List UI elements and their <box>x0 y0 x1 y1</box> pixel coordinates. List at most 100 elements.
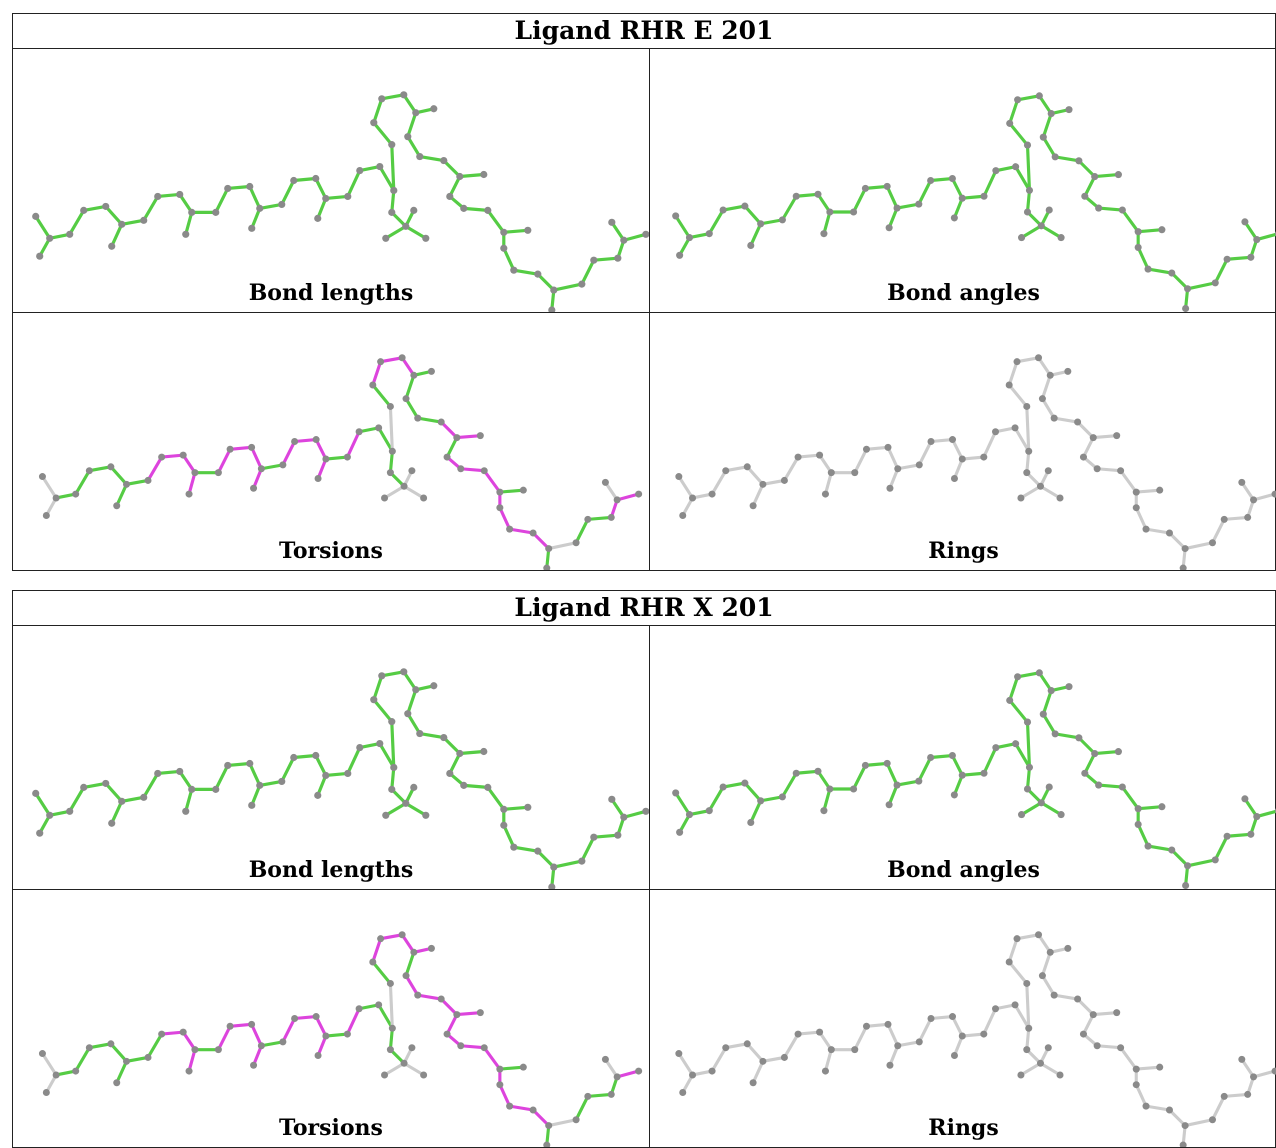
bond <box>372 121 394 147</box>
bond <box>228 1022 254 1028</box>
atom <box>113 1079 121 1087</box>
atom <box>355 428 363 436</box>
bond <box>1146 267 1174 275</box>
bond <box>1007 960 1029 986</box>
atom <box>390 763 398 772</box>
atom <box>572 539 580 547</box>
bond <box>982 746 998 775</box>
atom <box>1134 805 1142 813</box>
bond <box>622 809 648 819</box>
bond <box>445 436 459 459</box>
bond <box>418 154 446 163</box>
bond <box>146 1032 164 1059</box>
bond <box>724 465 749 473</box>
bond <box>34 214 52 240</box>
bond <box>372 97 384 125</box>
atom <box>430 682 438 690</box>
bond <box>181 453 197 475</box>
atom <box>1023 402 1031 410</box>
atom <box>1051 153 1059 161</box>
atom <box>378 672 386 680</box>
atom <box>679 1088 687 1096</box>
atom <box>780 476 788 484</box>
atom <box>543 564 551 570</box>
atom <box>1017 1071 1025 1079</box>
bond <box>384 801 408 817</box>
atom <box>279 1038 287 1046</box>
atom <box>1045 783 1053 791</box>
bond <box>1040 950 1052 978</box>
atom <box>1253 813 1261 821</box>
bond <box>380 670 406 678</box>
bond <box>486 785 506 811</box>
atom <box>388 447 396 455</box>
atom <box>820 230 828 238</box>
atom <box>422 234 430 242</box>
bond <box>1036 933 1052 954</box>
bond <box>851 763 867 791</box>
atom <box>214 1046 222 1054</box>
bond <box>502 823 516 849</box>
bond <box>1255 232 1276 242</box>
bond <box>1025 765 1032 791</box>
atom <box>314 474 322 482</box>
atom <box>506 1102 514 1110</box>
bond <box>448 174 462 199</box>
bond <box>885 184 899 210</box>
atom <box>1223 832 1231 840</box>
atom <box>416 153 424 161</box>
bond <box>1222 1092 1250 1098</box>
cell-bond-angles: Bond angles <box>650 626 1276 890</box>
atom <box>375 1001 383 1009</box>
atom <box>927 437 935 446</box>
atom <box>443 1030 451 1038</box>
bond <box>1136 228 1164 234</box>
bond <box>1013 1003 1031 1030</box>
bond <box>380 93 406 101</box>
bond <box>416 993 443 1001</box>
atom <box>410 948 418 956</box>
atom <box>250 1061 258 1069</box>
cell-label: Bond angles <box>887 280 1040 306</box>
atom <box>182 230 190 238</box>
atom <box>248 224 256 232</box>
atom <box>1018 234 1026 242</box>
atom <box>1238 1055 1246 1063</box>
atom <box>1093 1042 1101 1050</box>
bond <box>455 1011 482 1017</box>
bond <box>371 960 392 986</box>
atom <box>1047 687 1055 695</box>
bond <box>390 143 396 193</box>
bond <box>1213 834 1229 862</box>
bond <box>110 222 124 248</box>
atom <box>1134 243 1142 251</box>
bond <box>1053 732 1081 740</box>
bond <box>822 210 832 236</box>
atom <box>992 167 1000 175</box>
atom <box>1057 811 1065 819</box>
bond <box>402 93 418 115</box>
atom <box>949 1013 957 1021</box>
atom <box>38 473 46 481</box>
ligand-panel-e: Ligand RHR E 201 Bond lengths Bond angle… <box>12 13 1276 571</box>
atom <box>884 1020 892 1028</box>
atom <box>885 224 893 232</box>
atom <box>851 469 859 477</box>
atom <box>291 1014 299 1023</box>
bond <box>404 373 416 401</box>
atom <box>675 1050 683 1058</box>
atom <box>66 230 74 238</box>
cell-rings: Rings <box>650 890 1276 1147</box>
molecule-diagram <box>32 91 649 312</box>
atom <box>322 1032 330 1040</box>
bond <box>1019 801 1043 817</box>
bond <box>109 465 129 486</box>
atom <box>1005 381 1013 389</box>
bond <box>574 517 590 545</box>
bond <box>1167 531 1187 551</box>
atom <box>886 1061 894 1069</box>
bond <box>531 1108 551 1128</box>
bond <box>929 437 955 444</box>
bond <box>1007 383 1029 409</box>
atom <box>949 436 957 444</box>
